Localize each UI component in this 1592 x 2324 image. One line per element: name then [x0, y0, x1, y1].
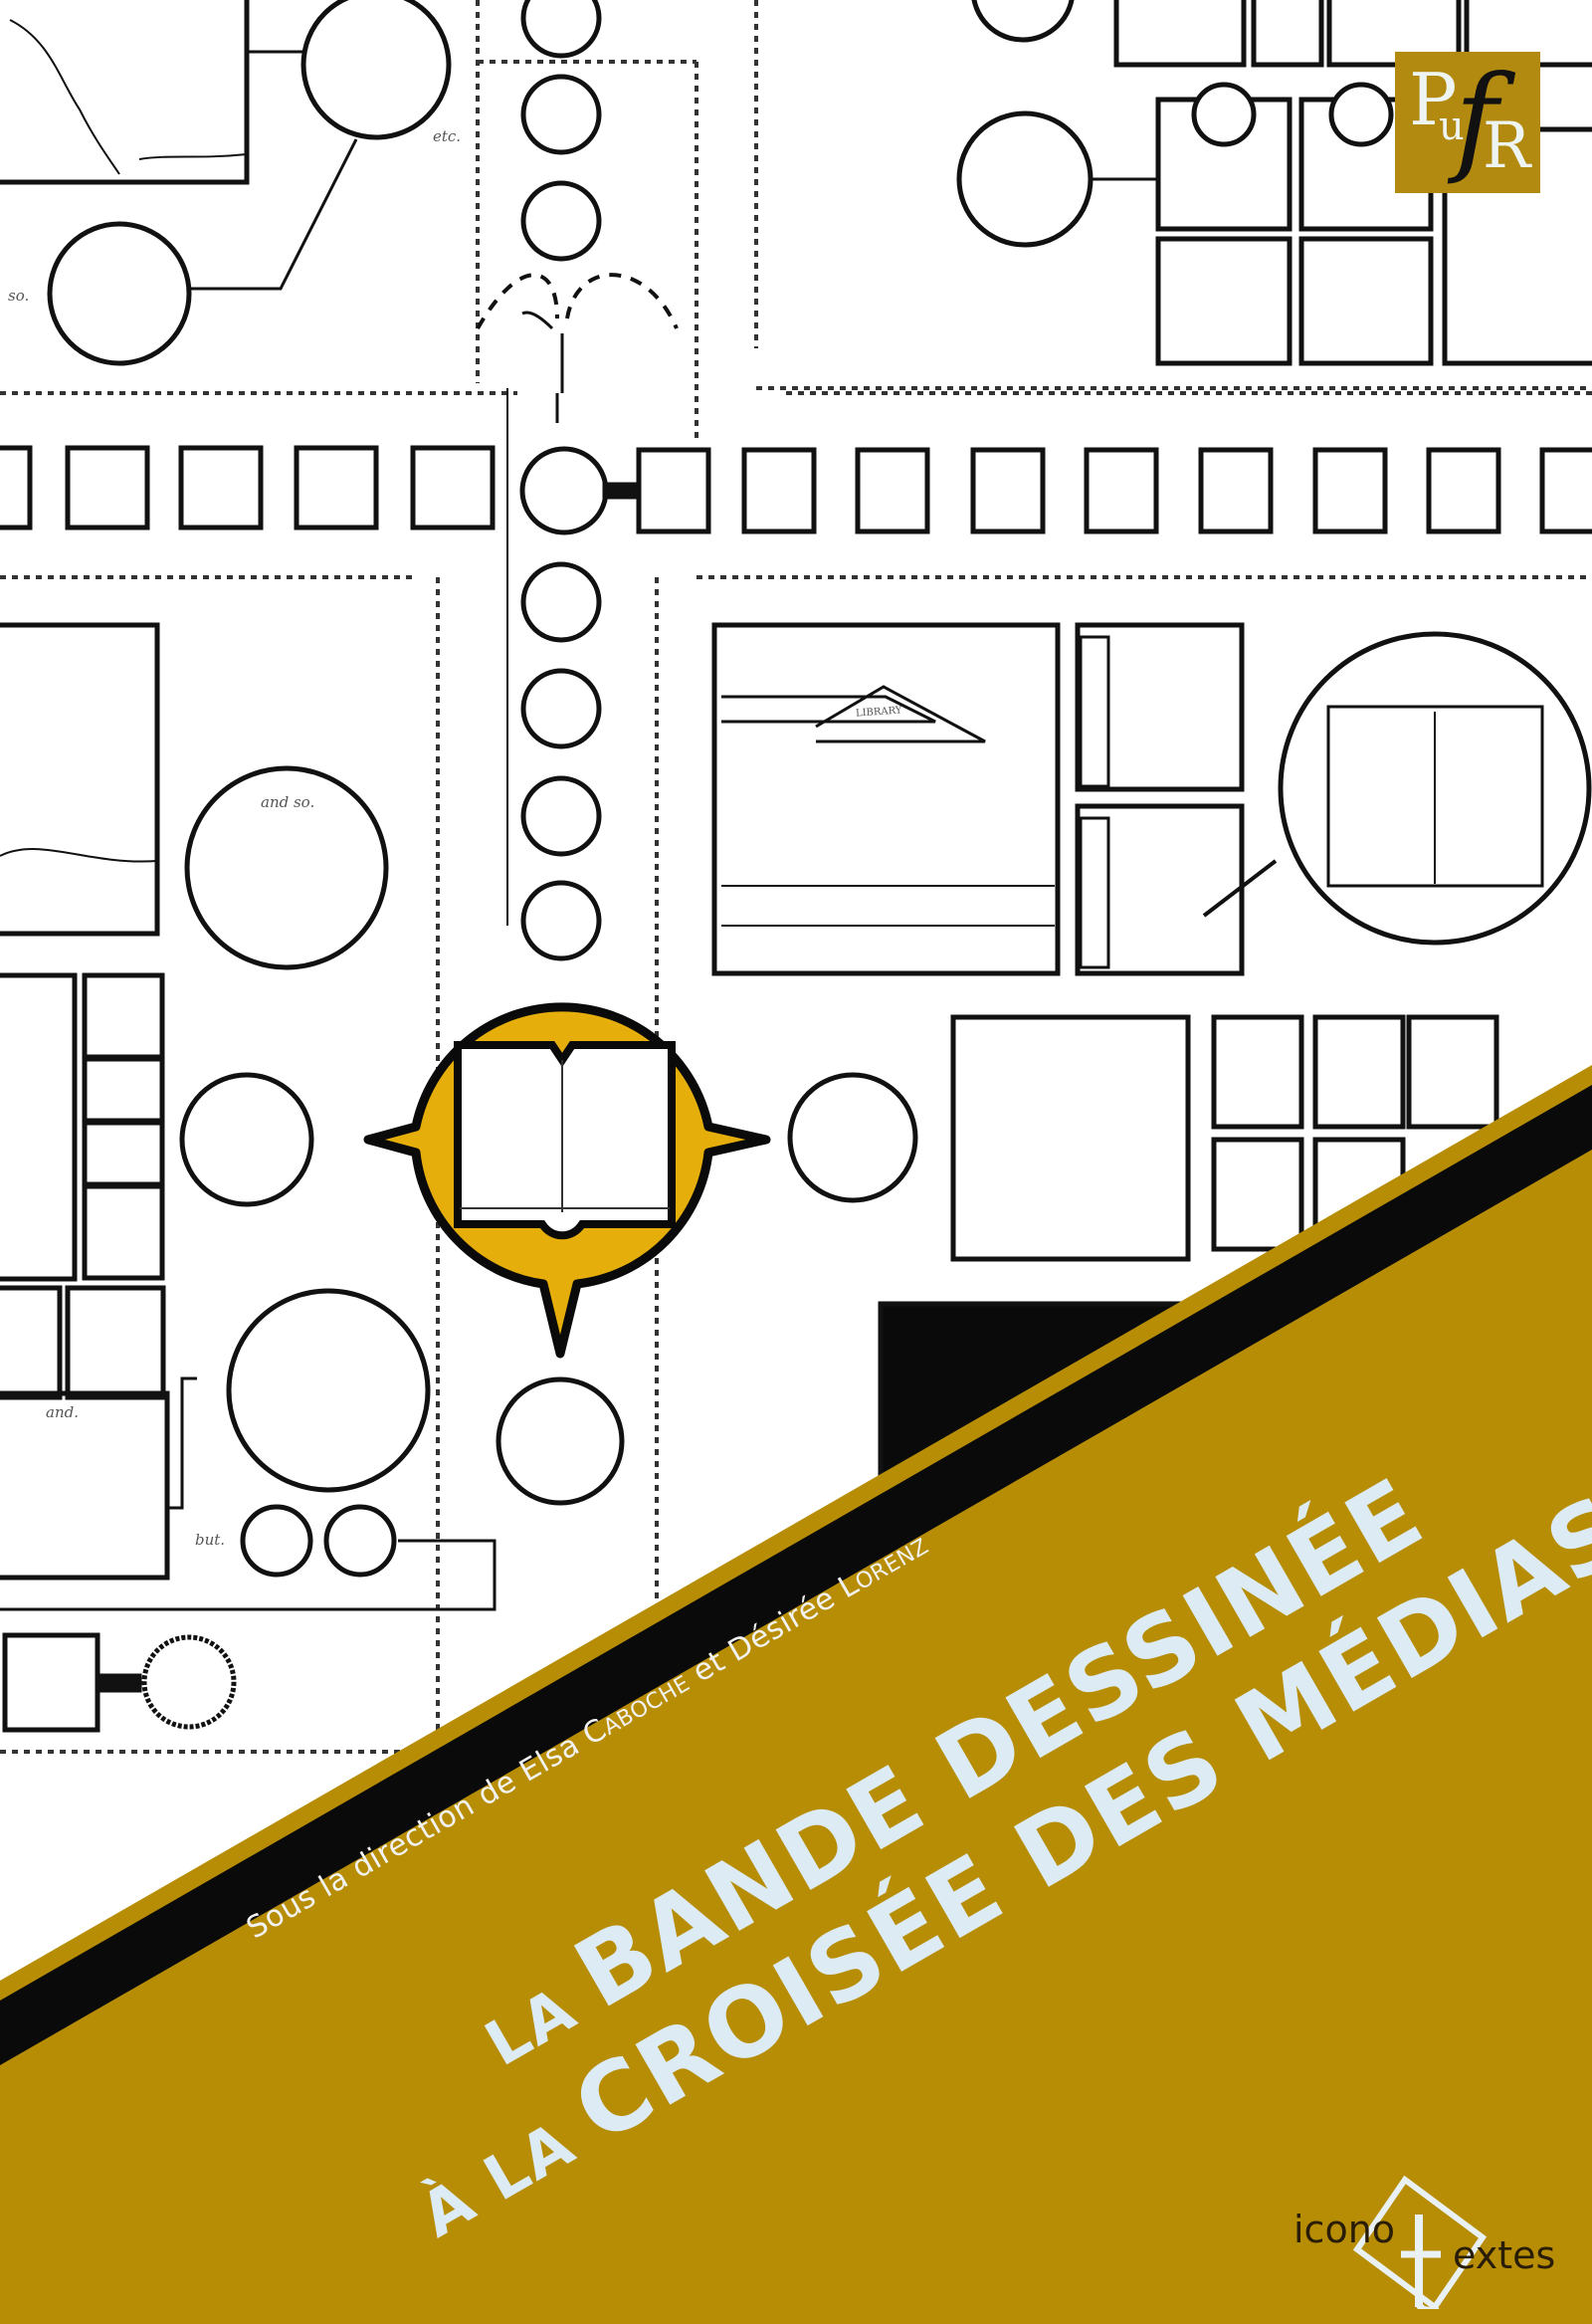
circle-clock: [47, 221, 192, 366]
label-but: but.: [195, 1531, 226, 1549]
publisher-logo-pufr: P u f R: [1395, 50, 1540, 193]
label-and: and.: [46, 1403, 79, 1421]
label-so: so.: [8, 287, 30, 305]
circle-and-so: [184, 765, 389, 970]
panel-top-left: [0, 0, 250, 185]
central-book-emblem: [363, 1002, 771, 1359]
circle-crowd: [226, 1288, 431, 1493]
pufr-letter-u: u: [1439, 104, 1465, 149]
diagonal-band: [0, 1065, 1592, 2324]
iconotextes-diamond-icon: [1352, 2175, 1488, 2309]
circle-walker: [300, 0, 452, 140]
label-and-so: and so.: [261, 793, 315, 811]
iconotextes-left: icono: [1294, 2208, 1396, 2251]
circle-open-book: [1278, 631, 1592, 946]
series-logo-iconotextes: icono extes: [1294, 2110, 1592, 2309]
pufr-letter-r: R: [1483, 109, 1531, 183]
pufr-letter-p: P: [1409, 58, 1458, 141]
label-etc: etc.: [433, 127, 462, 145]
iconotextes-right: extes: [1453, 2233, 1556, 2277]
pufr-letter-f: f: [1455, 50, 1498, 187]
